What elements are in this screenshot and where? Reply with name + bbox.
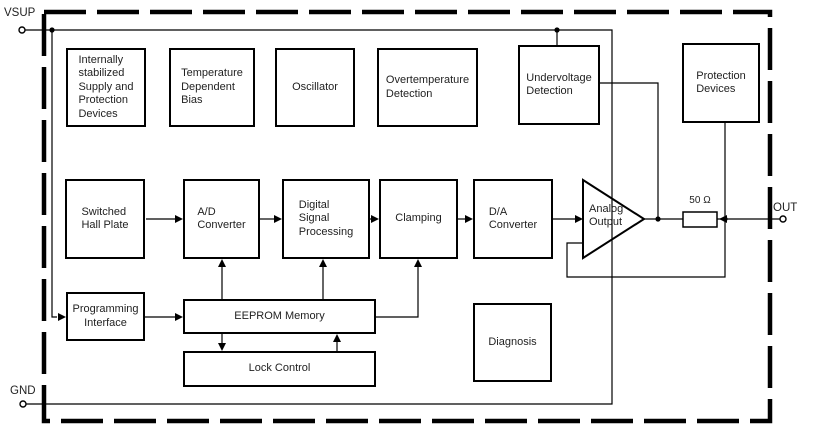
chip-boundary [41,9,773,424]
out-label: OUT [773,202,798,214]
gnd-terminal [19,400,27,408]
block-da-converter: D/A Converter [473,179,553,259]
junction-dot [49,27,55,33]
block-undervoltage-detection: Undervoltage Detection [518,45,600,125]
block-label: Diagnosis [488,335,537,348]
amplifier-triangle [582,178,646,260]
resistor-value-label: 50 Ω [689,195,711,206]
arrowhead-into-clamping [371,215,379,223]
arrowhead-into-lock [218,343,226,351]
block-label: Clamping [395,212,442,225]
arrowhead-into-amplifier [575,215,583,223]
block-overtemperature-detection: Overtemperature Detection [377,48,478,127]
junction-dot [722,216,728,222]
block-ad-converter: A/D Converter [183,179,260,259]
block-label: Lock Control [248,362,311,375]
block-digital-signal-processing: Digital Signal Processing [282,179,370,259]
wire-eeprom-to-clamping [376,266,419,318]
block-label: Switched Hall Plate [81,205,129,232]
out-terminal [779,215,787,223]
block-switched-hall-plate: Switched Hall Plate [65,179,145,259]
block-programming-interface: Programming Interface [66,292,145,341]
block-label: Digital Signal Processing [298,198,354,238]
block-diagnosis: Diagnosis [473,303,552,382]
arrowhead-eeprom-to-adc [218,259,226,267]
block-clamping: Clamping [379,179,458,259]
block-label: A/D Converter [197,205,246,232]
gnd-label: GND [10,385,36,397]
block-label: Oscillator [292,80,338,93]
junction-dot [554,27,560,33]
block-lock-control: Lock Control [183,351,376,387]
block-label: Undervoltage Detection [526,71,592,98]
arrowhead-into-eeprom [333,334,341,342]
block-label: D/A Converter [488,205,538,232]
arrowhead-programming-to-eeprom [175,313,183,321]
block-eeprom-memory: EEPROM Memory [183,299,376,334]
wire-undervoltage-to-output [600,82,659,219]
vsup-terminal [18,26,26,34]
block-temperature-dependent-bias: Temperature Dependent Bias [169,48,255,127]
wire-amplifier-feedback [566,219,726,278]
block-label: Protection Devices [696,69,746,96]
analog-output-label: Analog Output [589,203,624,228]
block-label: Programming Interface [72,303,139,329]
junction-dot [655,216,661,222]
arrowhead-eeprom-to-dsp [319,259,327,267]
wire-vsup-gnd-rail [25,29,613,405]
block-oscillator: Oscillator [275,48,355,127]
vsup-label: VSUP [4,7,36,19]
block-label: Temperature Dependent Bias [181,67,243,107]
arrowhead-into-adc [175,215,183,223]
resistor-symbol [682,211,718,228]
block-label: EEPROM Memory [234,309,325,322]
block-internally-stabilized-supply: Internally stabilized Supply and Protect… [66,48,146,127]
wire-vsup-to-programming [51,30,57,318]
arrowhead-eeprom-to-clamping [414,259,422,267]
block-protection-devices: Protection Devices [682,43,760,123]
arrowhead-into-programming [58,313,66,321]
arrowhead-into-dac [465,215,473,223]
block-label: Overtemperature Detection [385,74,470,100]
arrowhead-into-dsp [274,215,282,223]
block-label: Internally stabilized Supply and Protect… [78,53,134,120]
